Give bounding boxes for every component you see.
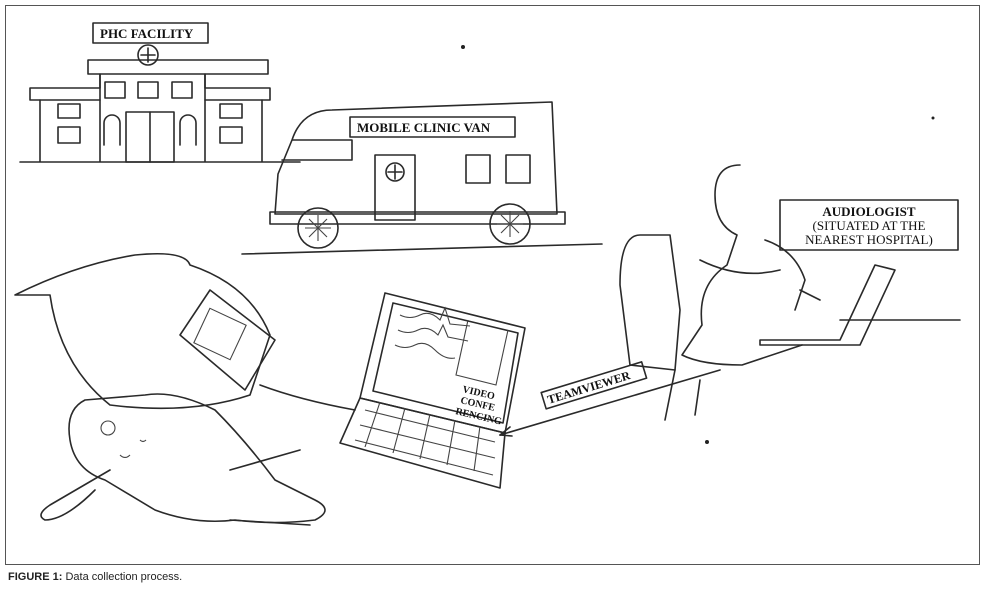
figure-frame [5, 5, 980, 565]
figure-caption: FIGURE 1: Data collection process. [8, 571, 182, 583]
laptop-video-conferencing: VIDEO CONFE RENCING TEAMVIEWER [339, 292, 721, 489]
mobile-clinic-van: MOBILE CLINIC VAN [241, 101, 603, 255]
data-collection-sketch: PHC FACILITY MOBILE CLINIC VAN AUDIOLOGI… [14, 22, 961, 526]
audiologist-label: AUDIOLOGIST [822, 204, 916, 219]
audiologist-location-line2: NEAREST HOSPITAL) [805, 232, 933, 247]
figure-caption-label: FIGURE 1: [8, 571, 63, 583]
phc-facility-label: PHC FACILITY [100, 26, 194, 41]
phc-facility-building: PHC FACILITY [19, 22, 301, 163]
infant-with-testing-device [14, 252, 356, 526]
audiologist-location-line1: (SITUATED AT THE [813, 218, 926, 233]
mobile-clinic-van-label: MOBILE CLINIC VAN [357, 120, 491, 135]
audiologist-figure: AUDIOLOGIST (SITUATED AT THE NEAREST HOS… [619, 164, 961, 421]
figure-caption-text: Data collection process. [62, 571, 183, 583]
